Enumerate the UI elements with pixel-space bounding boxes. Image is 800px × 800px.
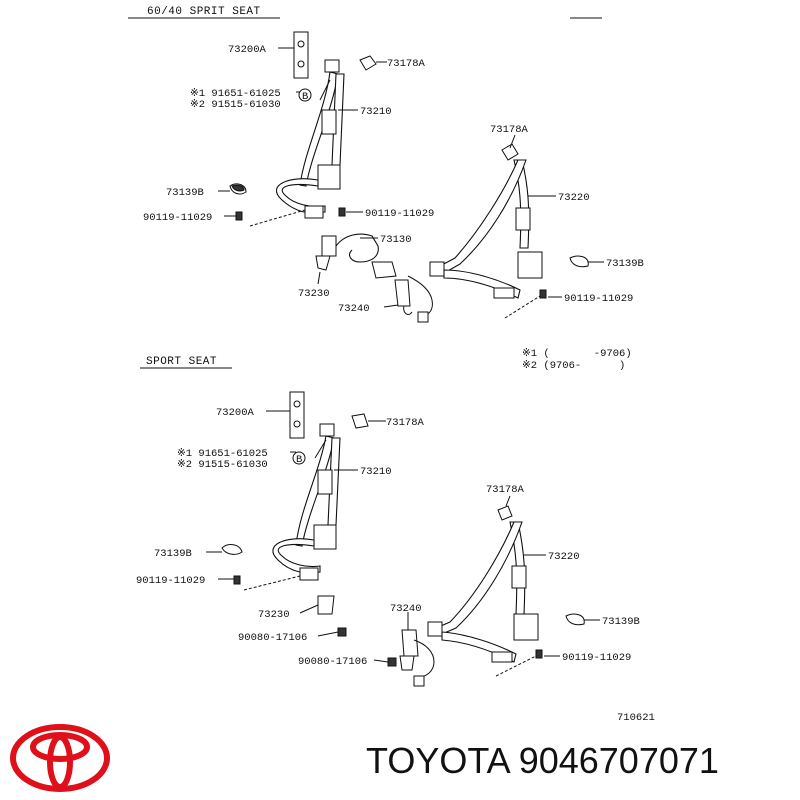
leaders-top (218, 47, 604, 319)
section-title-top: 60/40 SPRIT SEAT (147, 6, 261, 18)
label-91515: ※2 91515-61030 (190, 99, 281, 111)
label-90119-right: 90119-11029 (564, 293, 633, 305)
label-90119-mid: 90119-11029 (365, 208, 434, 220)
labels-top: 73200A 73178A ※1 91651-61025 ※2 91515-61… (143, 44, 644, 315)
label-73230: 73230 (258, 609, 290, 621)
label-73139b: 73139B (154, 548, 192, 560)
bottom-section: SPORT SEAT (136, 356, 640, 687)
label-b: B (302, 91, 308, 103)
labels-bottom: 73200A 73178A ※1 91651-61025 ※2 91515-61… (136, 407, 640, 668)
label-73178a-right: 73178A (486, 484, 525, 496)
label-90119-left: 90119-11029 (136, 575, 205, 587)
diagram-id: 710621 (617, 712, 655, 724)
label-b: B (296, 454, 302, 466)
label-73240: 73240 (390, 603, 422, 615)
label-73220: 73220 (548, 551, 580, 563)
label-73220: 73220 (558, 192, 590, 204)
right-belt-assembly-top (429, 143, 589, 299)
toyota-logo-icon (10, 724, 110, 792)
brand-part-number: TOYOTA 9046707071 (366, 740, 719, 781)
label-73230: 73230 (298, 288, 330, 300)
label-73178a: 73178A (387, 58, 426, 70)
section-title-bottom: SPORT SEAT (146, 356, 217, 368)
label-73139b-right: 73139B (602, 616, 640, 628)
label-91651: ※1 91651-61025 (177, 448, 268, 460)
label-90080-b: 90080-17106 (298, 656, 367, 668)
revision-legend: ※1 ( -9706) ※2 (9706- ) (522, 348, 632, 372)
label-73130: 73130 (380, 234, 412, 246)
left-belt-assembly-bottom (221, 391, 435, 687)
label-73139b-right: 73139B (606, 258, 644, 270)
label-73210: 73210 (360, 466, 392, 478)
legend-line-1: ※1 ( -9706) (522, 348, 632, 360)
label-73139b: 73139B (166, 187, 204, 199)
label-91651: ※1 91651-61025 (190, 88, 281, 100)
label-73240: 73240 (338, 303, 370, 315)
label-73178a-right: 73178A (490, 124, 529, 136)
label-90119-left: 90119-11029 (143, 212, 212, 224)
anchor-plate-73200a (293, 31, 309, 79)
legend-line-2: ※2 (9706- ) (522, 360, 625, 372)
label-73200a: 73200A (216, 407, 255, 419)
left-belt-assembly-top (229, 31, 433, 323)
label-90119-right: 90119-11029 (562, 652, 631, 664)
label-73210: 73210 (360, 106, 392, 118)
label-73200a: 73200A (228, 44, 267, 56)
label-73178a: 73178A (386, 417, 425, 429)
leaders-bottom (206, 410, 600, 677)
label-90080-a: 90080-17106 (238, 632, 307, 644)
label-91515: ※2 91515-61030 (177, 459, 268, 471)
right-belt-assembly-bottom (427, 505, 585, 663)
top-section: 60/40 SPRIT SEAT (128, 6, 644, 323)
